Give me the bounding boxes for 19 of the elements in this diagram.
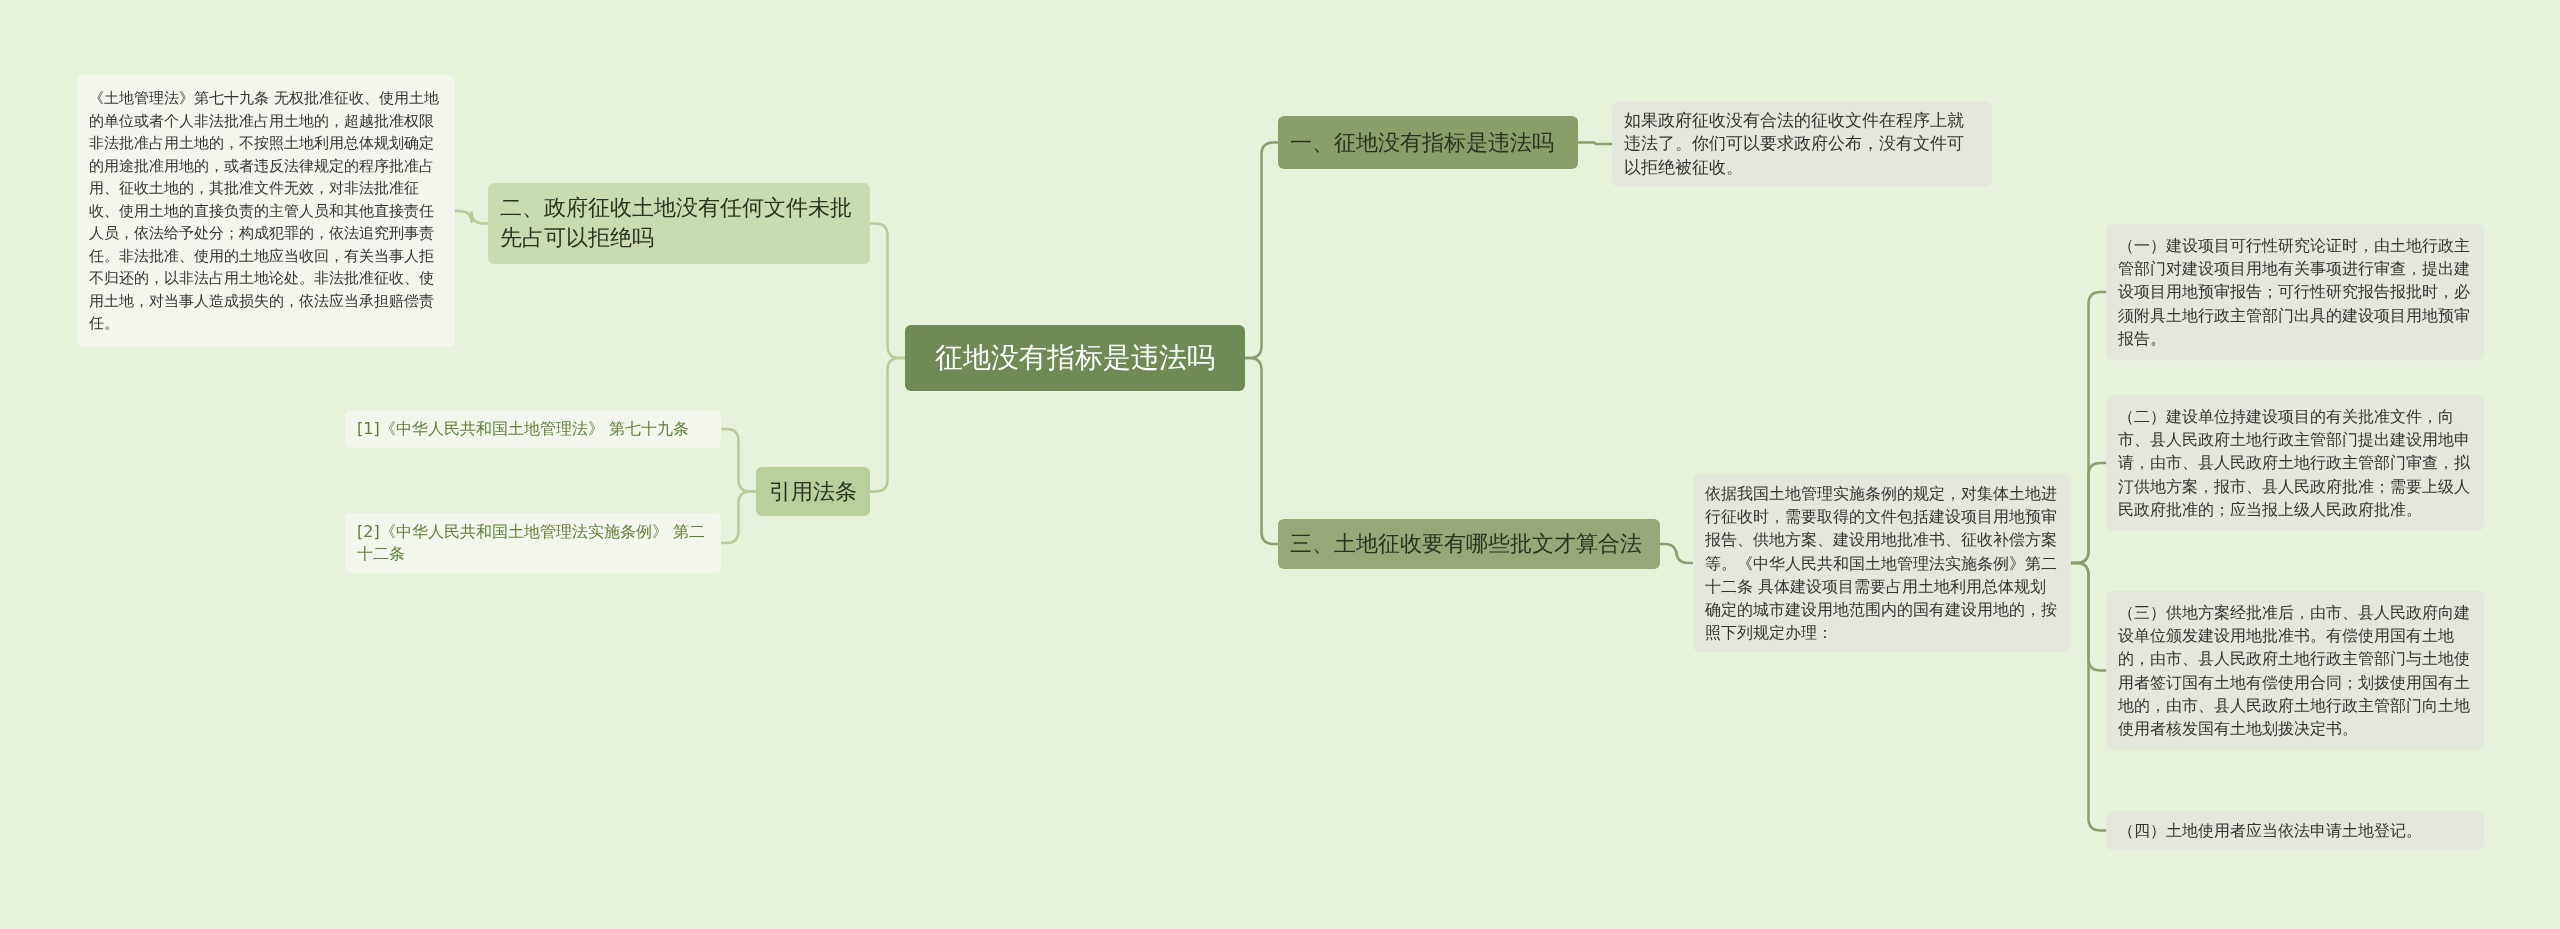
connector-line: [721, 490, 756, 545]
main-topic: 一、征地没有指标是违法吗: [1278, 116, 1578, 169]
citation-link: [2]《中华人民共和国土地管理法实施条例》 第二十二条: [345, 513, 721, 573]
connector-line: [1660, 542, 1693, 565]
connector-line: [455, 209, 488, 225]
text-note: 如果政府征收没有合法的征收文件在程序上就违法了。你们可以要求政府公布，没有文件可以拒绝被征收。: [1612, 101, 1992, 188]
text-note: （一）建设项目可行性研究论证时，由土地行政主管部门对建设项目用地有关事项进行审查，提出建设项目用地预审报告；可行性研究报告报批时，必须附具土地行政主管部门出具的建设项目用地预审报告。: [2106, 224, 2484, 360]
text-note: （二）建设单位持建设项目的有关批准文件，向市、县人民政府土地行政主管部门提出建设用地申请，由市、县人民政府土地行政主管部门审查，拟汀供地方案，报市、县人民政府批准；需要上级人民政府批准的；应当报上级人民政府批准。: [2106, 395, 2484, 531]
connector-line: [870, 356, 905, 493]
connector-line: [1578, 141, 1612, 146]
text-note: 依据我国土地管理实施条例的规定，对集体土地进行征收时，需要取得的文件包括建设项目用地预审报告、供地方案、建设用地批准书、征收补偿方案等。《中华人民共和国土地管理法实施条例》第二十二条 具体建设项目需要占用土地利用总体规划确定的城市建设用地范围内的国有建设用地的，按照下列规定办理：: [1693, 474, 2071, 653]
main-topic: 二、政府征收土地没有任何文件未批先占可以拒绝吗: [488, 183, 870, 264]
citation-link: [1]《中华人民共和国土地管理法》 第七十九条: [345, 410, 721, 448]
text-note: 《土地管理法》第七十九条 无权批准征收、使用土地的单位或者个人非法批准占用土地的，超越批准权限非法批准占用土地的，不按照土地利用总体规划确定的用途批准用地的，或者违反法律规定的程序批准占用、征收土地的，其批准文件无效，对非法批准征收、使用土地的直接负责的主管人员和其他直接责任人员，依法给予处分；构成犯罪的，依法追究刑事责任。非法批准、使用的土地应当收回，有关当事人拒不归还的，以非法占用土地论处。非法批准征收、使用土地，对当事人造成损失的，依法应当承担赔偿责任。: [77, 75, 455, 347]
text-note: （四）土地使用者应当依法申请土地登记。: [2106, 811, 2484, 851]
central-topic: 征地没有指标是违法吗: [905, 325, 1245, 391]
text-note: （三）供地方案经批准后，由市、县人民政府向建设单位颁发建设用地批准书。有偿使用国有土地的，由市、县人民政府土地行政主管部门与土地使用者签订国有土地有偿使用合同；划拨使用国有土地的，由市、县人民政府土地行政主管部门向土地使用者核发国有土地划拨决定书。: [2106, 591, 2484, 751]
main-topic: 三、土地征收要有哪些批文才算合法: [1278, 519, 1660, 570]
main-topic: 引用法条: [756, 467, 870, 516]
